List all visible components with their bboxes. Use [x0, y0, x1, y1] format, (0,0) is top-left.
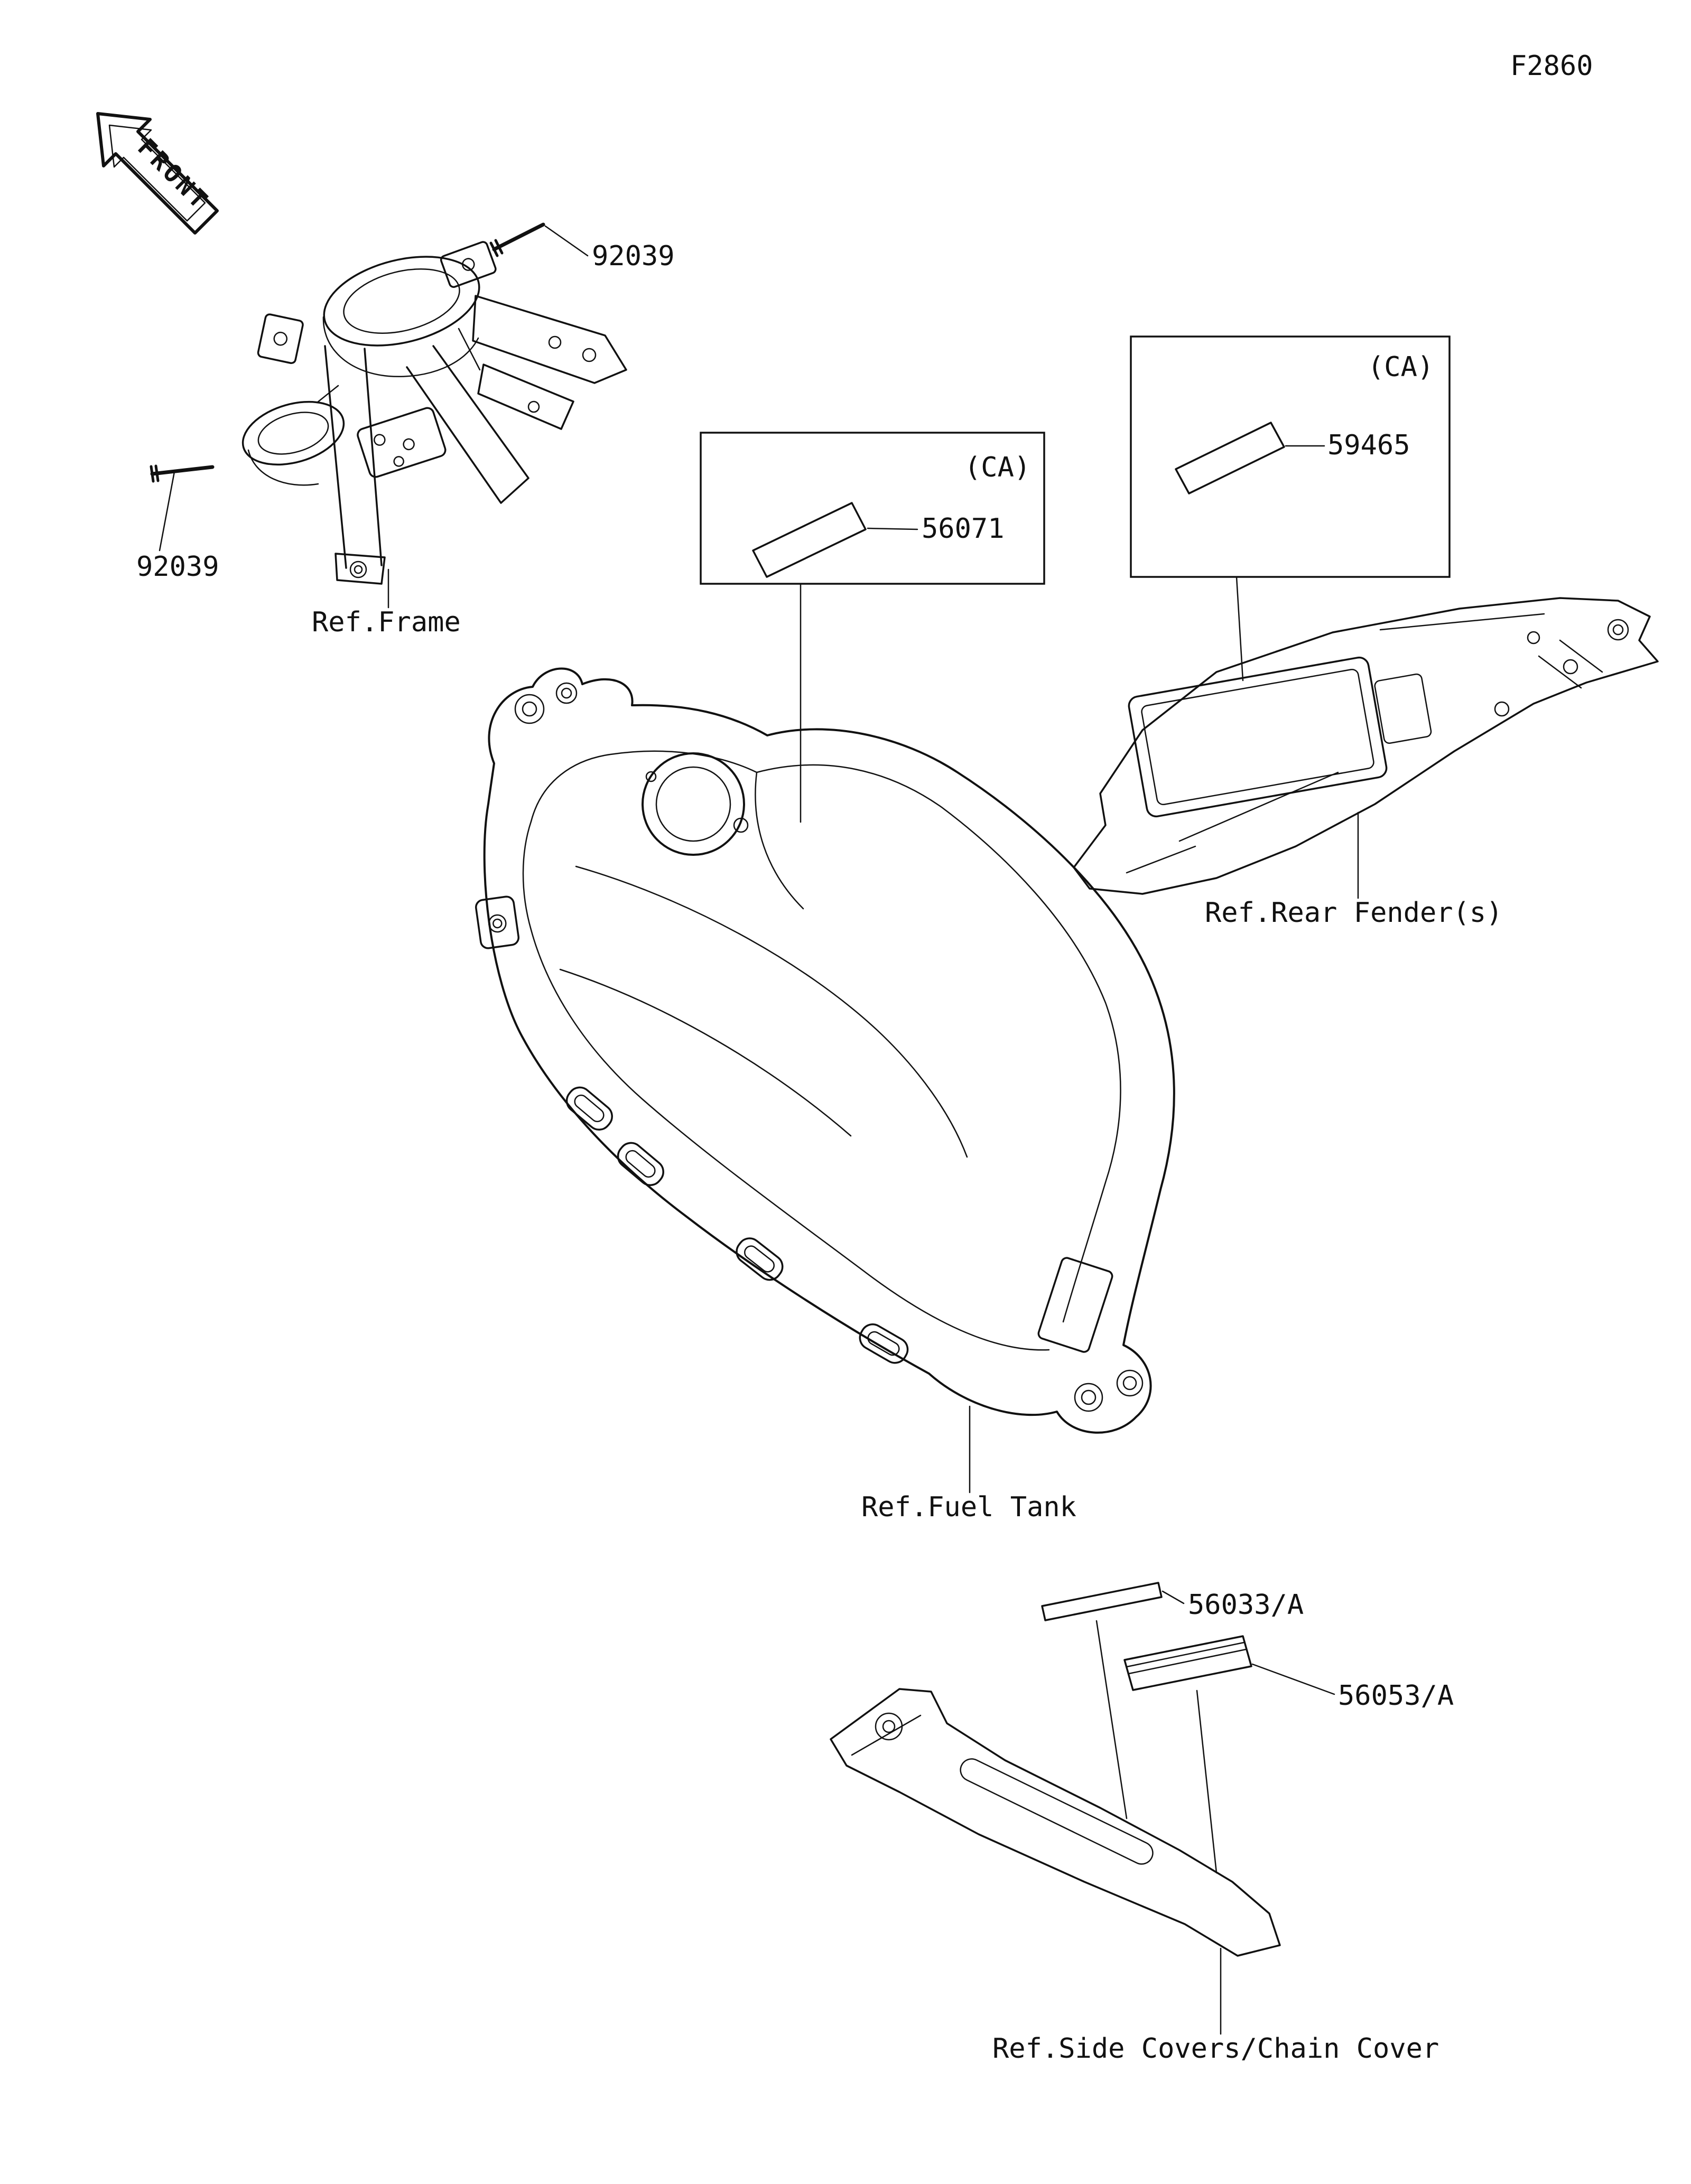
decal-56071 — [752, 502, 867, 578]
part-label-92039-left: 92039 — [136, 551, 219, 583]
leader-decal2-to-cover — [1196, 1690, 1218, 1874]
rear-fender-box — [1128, 656, 1432, 818]
part-label-56071: 56071 — [922, 513, 1005, 545]
tank-flange-slot — [859, 1323, 909, 1364]
page-code: F2860 — [1510, 50, 1593, 82]
tank-flange-slot — [736, 1237, 784, 1281]
tank-flange-slot — [617, 1142, 664, 1186]
part-label-92039-top: 92039 — [592, 240, 675, 272]
frame-left-tab — [257, 313, 304, 365]
frame-top-tab — [440, 241, 497, 288]
part-label-56033: 56033/A — [1188, 1589, 1304, 1621]
decal-56033 — [1041, 1582, 1163, 1621]
decal-59465 — [1175, 422, 1285, 494]
chain-cover-slot — [960, 1758, 1154, 1865]
ca-label-box-rear-fender: (CA) 59465 — [1130, 335, 1451, 578]
frame-center-gusset — [357, 407, 447, 478]
ca-region-label-rear-fender: (CA) — [1368, 351, 1434, 383]
front-arrow-outer — [96, 112, 219, 235]
pin-92039-left — [150, 464, 215, 483]
front-arrow: FRONT — [96, 112, 219, 235]
leader-pin-left — [159, 471, 175, 552]
tank-latch — [475, 895, 519, 949]
chain-cover-drawing — [830, 1688, 1281, 1957]
leader-decal1-to-cover — [1095, 1620, 1128, 1819]
fuel-tank-drawing — [475, 667, 1175, 1434]
decal-56053 — [1123, 1635, 1252, 1691]
leader-pin-top — [544, 225, 589, 257]
ref-label-side-covers: Ref.Side Covers/Chain Cover — [992, 2033, 1439, 2065]
leader-56033 — [1162, 1590, 1185, 1604]
ref-label-rear-fender: Ref.Rear Fender(s) — [1205, 897, 1503, 929]
pin-92039-top — [489, 222, 545, 257]
front-arrow-inner — [108, 124, 206, 222]
frame-drawing — [241, 241, 627, 585]
part-label-59465: 59465 — [1327, 430, 1410, 461]
leader-56053 — [1251, 1663, 1335, 1695]
tank-flange-slot — [565, 1086, 613, 1131]
fuel-filler-cap — [642, 752, 745, 856]
tank-reflector — [1037, 1257, 1113, 1353]
part-label-56053: 56053/A — [1338, 1680, 1454, 1712]
ca-region-label-fuel-tank: (CA) — [964, 452, 1030, 483]
rear-fender-drawing — [1073, 597, 1659, 895]
ref-label-fuel-tank: Ref.Fuel Tank — [861, 1491, 1076, 1523]
ca-label-box-fuel-tank: (CA) 56071 — [700, 432, 1045, 585]
ref-label-frame: Ref.Frame — [312, 606, 461, 638]
